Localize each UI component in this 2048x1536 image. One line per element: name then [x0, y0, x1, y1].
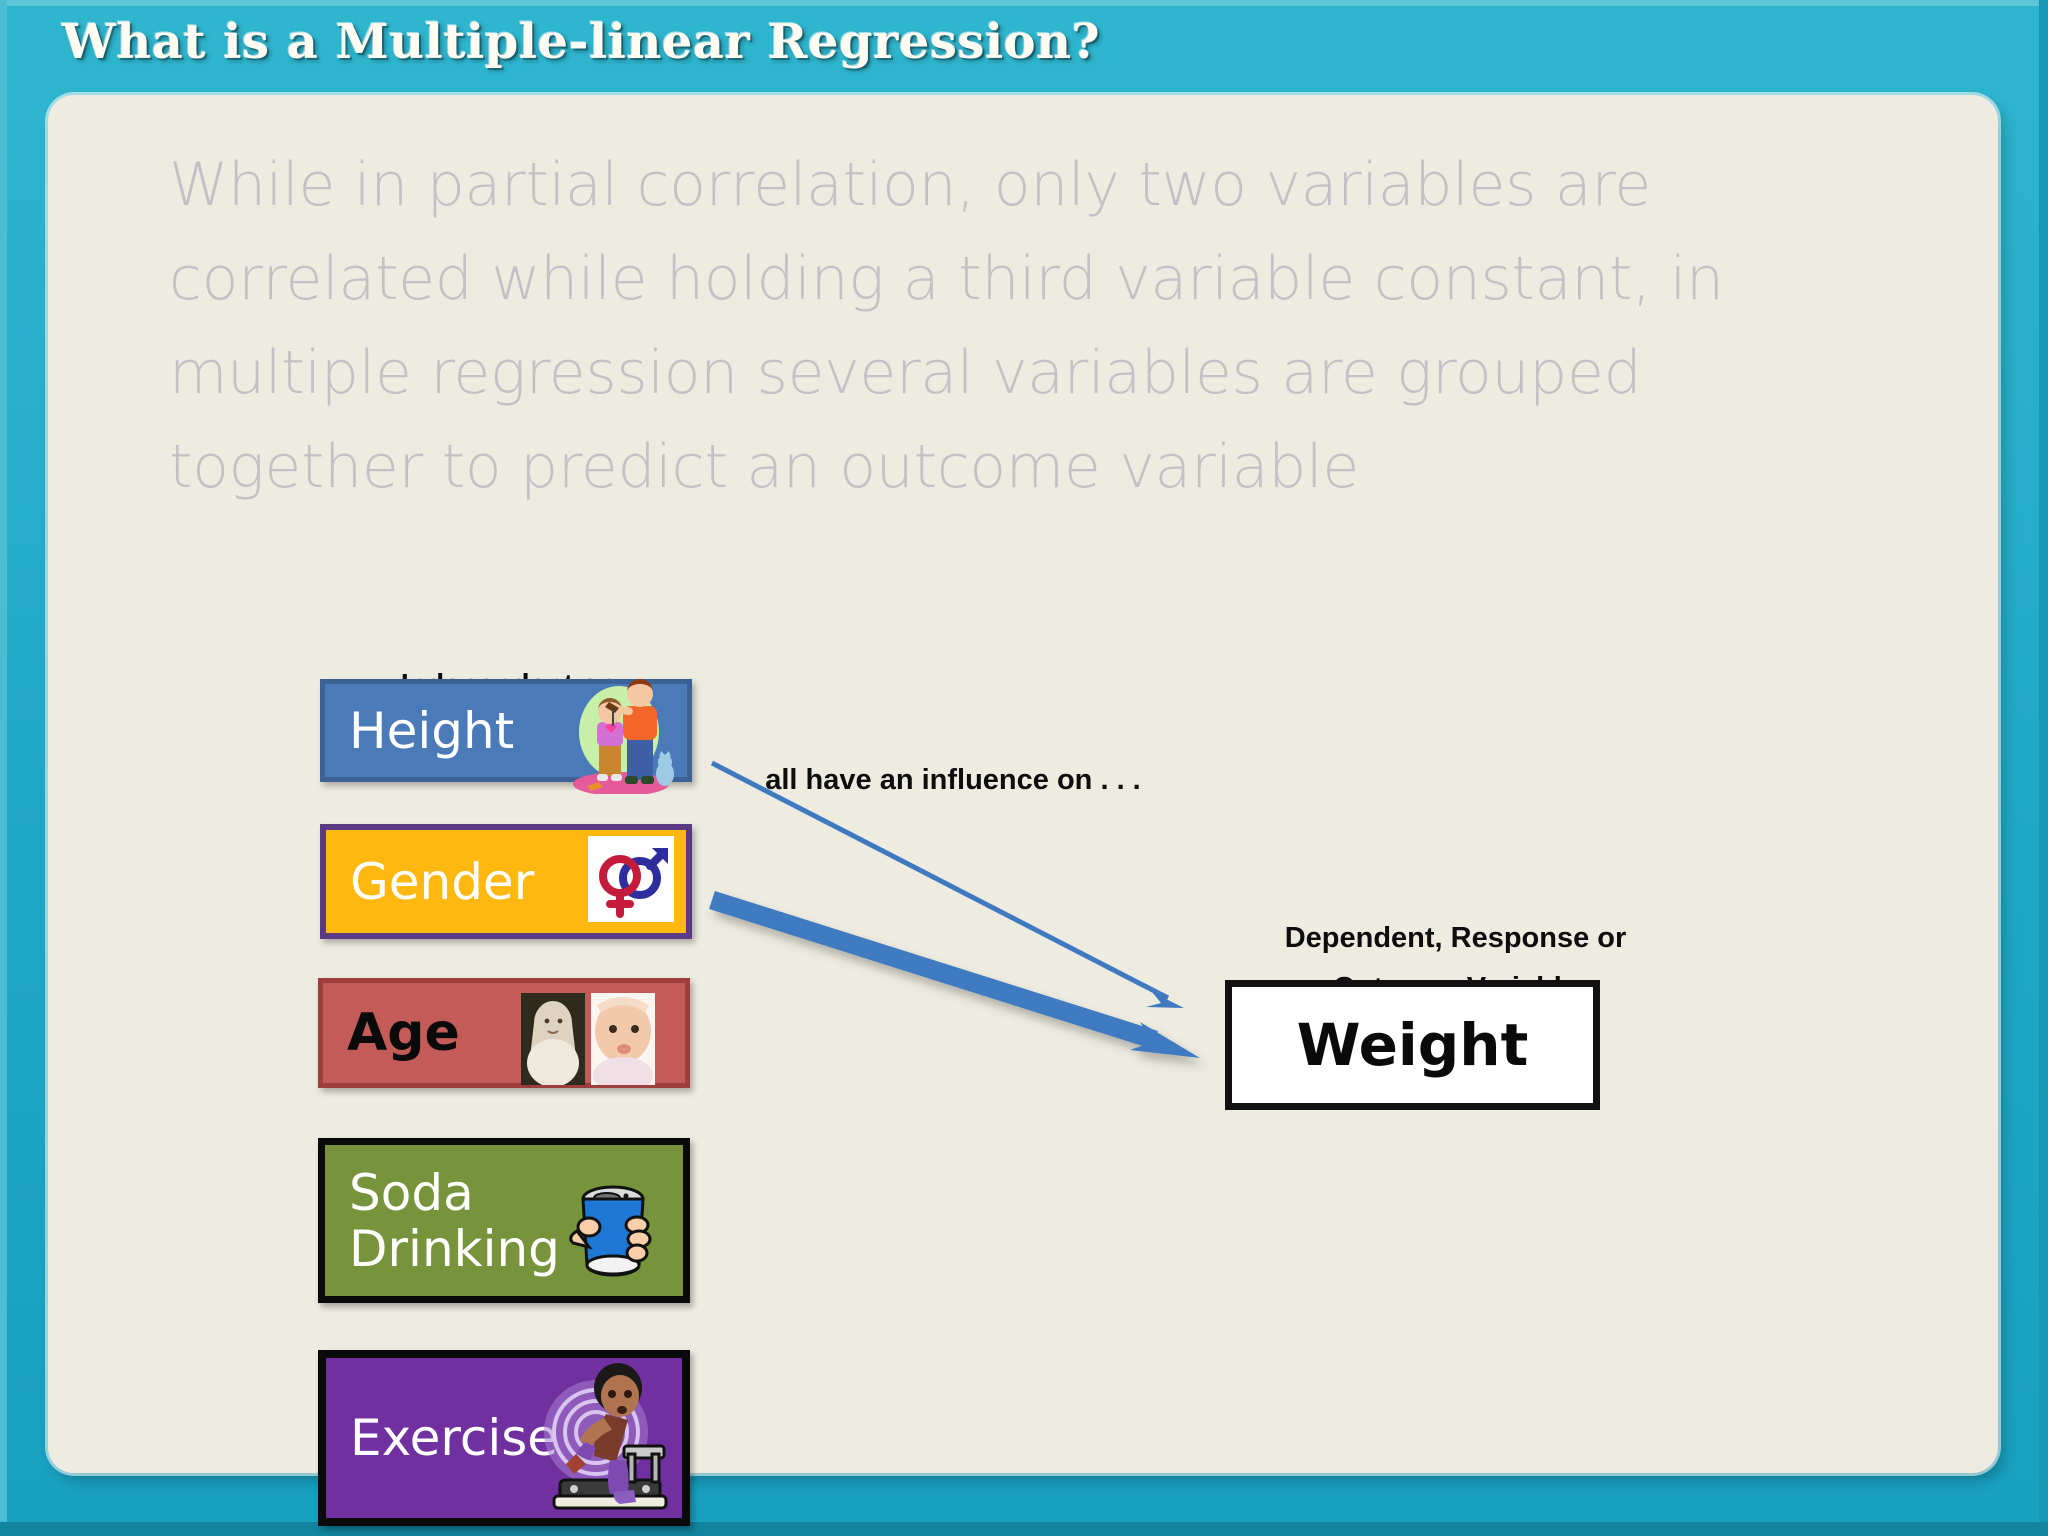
- treadmill-runner-icon: [524, 1354, 674, 1524]
- predictor-box-height[interactable]: Height: [320, 679, 692, 794]
- predictor-box-soda-drinking[interactable]: Soda Drinking: [318, 1138, 690, 1303]
- outcome-label-weight: Weight: [1296, 1011, 1529, 1079]
- predictor-box-age[interactable]: Age: [318, 978, 690, 1088]
- influence-caption: all have an influence on . . .: [765, 764, 1141, 796]
- predictor-label-age: Age: [347, 1002, 460, 1063]
- soda-can-in-hand-icon: [567, 1179, 659, 1279]
- predictor-box-exercise[interactable]: Exercise: [318, 1350, 690, 1526]
- predictor-label-exercise: Exercise: [350, 1409, 559, 1467]
- frame-edge-right: [2039, 0, 2048, 1536]
- predictor-label-height: Height: [349, 701, 515, 760]
- male-female-symbols-icon: [588, 836, 674, 922]
- frame-edge-left: [0, 0, 7, 1536]
- height-measure-icon: [561, 674, 681, 794]
- outcome-box-weight[interactable]: Weight: [1225, 980, 1600, 1110]
- frame-edge-bottom: [0, 1522, 2048, 1536]
- intro-paragraph: While in partial correlation, only two v…: [169, 150, 1724, 502]
- predictor-label-gender: Gender: [350, 852, 535, 911]
- frame-edge-top: [0, 0, 2048, 6]
- predictor-box-gender[interactable]: Gender: [320, 824, 692, 939]
- slide-title: What is a Multiple-linear Regression?: [62, 14, 1101, 70]
- predictor-label-soda-drinking: Soda Drinking: [349, 1163, 560, 1278]
- elderly-and-baby-photos-icon: [521, 993, 655, 1085]
